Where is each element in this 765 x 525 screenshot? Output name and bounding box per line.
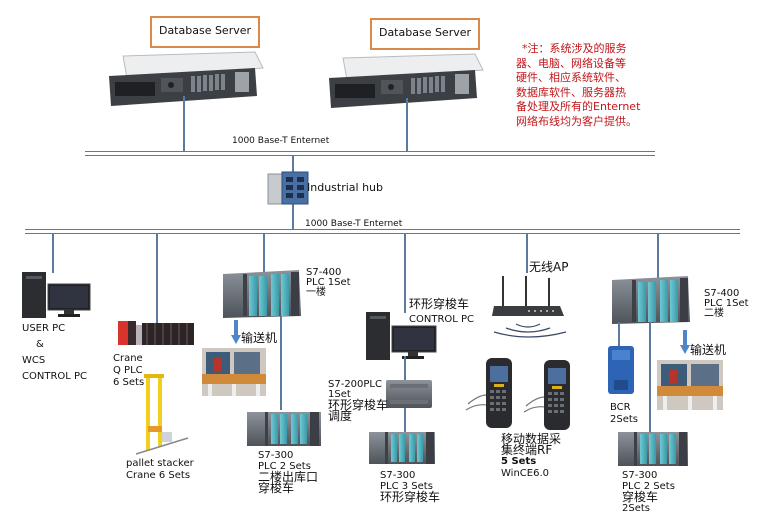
s7-300-ring-line: S7-300 xyxy=(380,470,416,481)
user-pc-icon xyxy=(22,272,91,318)
conveyor-2-label: 输送机 xyxy=(690,343,727,357)
s7-200-line: 调度 xyxy=(328,409,353,423)
s7-300-shuttle-line: S7-300 xyxy=(622,470,658,481)
bcr-line: 2Sets xyxy=(610,414,638,425)
user-pc-line: CONTROL PC xyxy=(22,371,88,382)
note-line: 器、电脑、网络设备等 xyxy=(516,56,626,70)
s7-300-shuttle-line: 穿梭车 xyxy=(622,490,659,504)
ring-shuttle-pc-line: CONTROL PC xyxy=(409,314,475,325)
s7400-to-s7300-line xyxy=(280,316,282,410)
s7-300-ring-label: S7-300 PLC 3 Sets 环形穿梭车 xyxy=(380,470,440,503)
s7-400-floor2-line: 二楼 xyxy=(704,308,724,319)
pallet-stacker-line: Crane 6 Sets xyxy=(126,470,191,481)
conveyor-photo-2 xyxy=(657,360,723,410)
wireless-ap-icon xyxy=(492,276,567,338)
rf-terminal-line: 移动数据采 xyxy=(501,432,562,446)
s7-300-shuttle-label: S7-300 PLC 2 Sets 穿梭车 2Sets xyxy=(622,470,675,514)
drop-crane-plc xyxy=(156,233,158,323)
note-text: *注：系统涉及的服务 器、电脑、网络设备等 硬件、相应系统软件、 数据库软件、服… xyxy=(516,42,640,129)
crane-q-plc-icon xyxy=(118,321,194,345)
database-server-label-1: Database Server xyxy=(150,16,260,48)
s7-200-line: 环形穿梭车 xyxy=(328,398,389,412)
conveyor-1-label: 输送机 xyxy=(241,331,278,345)
rf-terminal-line: 集终端RF xyxy=(501,443,553,457)
s7-300-floor2-exit-line: S7-300 xyxy=(258,450,294,461)
note-line: 网络布线均为客户提供。 xyxy=(516,114,637,128)
ring-shuttle-pc-line: 环形穿梭车 xyxy=(409,297,470,311)
s7-400-plc-icon-floor2 xyxy=(612,276,690,324)
note-line: 数据库软件、服务器热 xyxy=(516,85,626,99)
s7-300-shuttle-line: 2Sets xyxy=(622,503,650,514)
s7-300-plc-icon-shuttle xyxy=(618,432,688,466)
user-pc-line: USER PC xyxy=(22,323,66,334)
drop-s7400-floor2 xyxy=(657,233,659,278)
note-line: *注：系统涉及的服务 xyxy=(522,42,627,55)
crane-q-plc-line: 6 Sets xyxy=(113,377,145,388)
user-pc-line: & xyxy=(36,339,44,350)
pallet-stacker-label: pallet stacker Crane 6 Sets xyxy=(126,458,194,482)
database-server-label-2: Database Server xyxy=(370,18,480,50)
bcr-scanner-icon xyxy=(608,346,634,394)
s7-400-floor1-label: S7-400 PLC 1Set 一楼 xyxy=(306,268,351,298)
s7-400-floor1-line: 一楼 xyxy=(306,287,326,298)
ring-shuttle-pc-label: 环形穿梭车 CONTROL PC xyxy=(409,297,474,327)
s7-300-floor2-exit-label: S7-300 PLC 2 Sets 二楼出库口 穿梭车 xyxy=(258,450,318,494)
s7-300-plc-icon-floor2-exit xyxy=(247,412,321,446)
server1-uplink xyxy=(183,96,185,152)
pallet-stacker-icon xyxy=(135,374,189,455)
top-bus-label: 1000 Base-T Enternet xyxy=(232,136,330,146)
user-pc-label: USER PC & WCS CONTROL PC xyxy=(22,321,87,385)
bottom-bus-label: 1000 Base-T Enternet xyxy=(305,219,403,229)
s7-300-floor2-exit-line: 二楼出库口 xyxy=(258,470,319,484)
top-ethernet-bus xyxy=(85,151,655,156)
note-line: 备处理及所有的Enternet xyxy=(516,100,641,113)
ring-shuttle-control-pc-icon xyxy=(366,312,437,360)
industrial-hub-icon xyxy=(267,171,309,205)
s7400-floor2-to-bcr-line xyxy=(618,322,620,346)
drop-user-pc xyxy=(52,233,54,273)
rf-terminal-icon-1 xyxy=(465,358,512,428)
rf-terminal-icon-2 xyxy=(523,360,570,430)
s7-400-floor2-line: PLC 1Set xyxy=(704,298,749,309)
bcr-label: BCR 2Sets xyxy=(610,402,638,426)
drop-ring-pc xyxy=(404,233,406,313)
s7-200-line: 1Set xyxy=(328,389,351,400)
s7-400-floor1-line: S7-400 xyxy=(306,267,342,278)
s7-300-floor2-exit-line: 穿梭车 xyxy=(258,481,295,495)
bottom-ethernet-bus xyxy=(25,229,740,234)
down-arrow-icon xyxy=(231,320,241,344)
s7-300-ring-line: 环形穿梭车 xyxy=(380,490,441,504)
industrial-hub-label: Industrial hub xyxy=(307,181,384,194)
s7-400-floor1-line: PLC 1Set xyxy=(306,277,351,288)
server2-uplink xyxy=(406,98,408,152)
wireless-ap-label: 无线AP xyxy=(529,260,569,274)
user-pc-line: WCS xyxy=(22,355,46,366)
bcr-line: BCR xyxy=(610,402,631,413)
down-arrow-icon xyxy=(680,330,690,354)
note-line: 硬件、相应系统软件、 xyxy=(516,71,626,84)
s7-200-label: S7-200PLC 1Set 环形穿梭车 调度 xyxy=(328,379,389,423)
s7-300-plc-icon-ring xyxy=(369,432,435,464)
s7-300-ring-line: PLC 3 Sets xyxy=(380,481,433,492)
crane-q-plc-label: Crane Q PLC 6 Sets xyxy=(113,353,144,389)
s7-400-floor2-label: S7-400 PLC 1Set 二楼 xyxy=(704,289,749,319)
drop-wireless-ap xyxy=(526,233,528,273)
s7400-floor2-to-s7300-line xyxy=(649,322,651,432)
database-server-icon-1 xyxy=(109,51,264,106)
s7-400-plc-icon-floor1 xyxy=(223,270,301,318)
rf-terminal-line: 5 Sets xyxy=(501,456,537,467)
pallet-stacker-line: pallet stacker xyxy=(126,458,194,469)
rf-terminal-label: 移动数据采 集终端RF 5 Sets WinCE6.0 xyxy=(501,432,562,480)
s7-300-shuttle-line: PLC 2 Sets xyxy=(622,481,675,492)
s7-200-line: S7-200PLC xyxy=(328,379,382,390)
database-server-icon-2 xyxy=(329,53,484,108)
s7-300-floor2-exit-line: PLC 2 Sets xyxy=(258,461,311,472)
rf-terminal-line: WinCE6.0 xyxy=(501,468,549,479)
crane-q-plc-line: Crane xyxy=(113,353,143,364)
crane-q-plc-line: Q PLC xyxy=(113,365,143,376)
drop-s7400-floor1 xyxy=(263,233,265,273)
s7-400-floor2-line: S7-400 xyxy=(704,288,740,299)
s7-200-plc-icon xyxy=(386,380,432,408)
conveyor-photo-1 xyxy=(202,348,266,396)
